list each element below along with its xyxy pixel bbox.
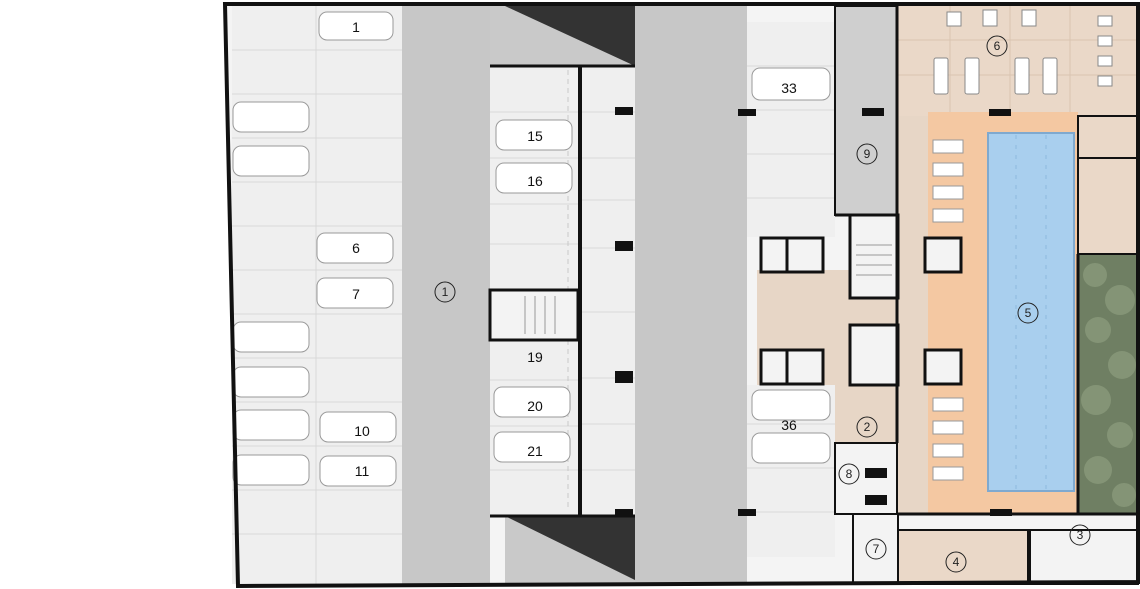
parking-bay-grid-west	[232, 6, 402, 584]
stair-west-treads	[524, 296, 556, 334]
parking-spot-label: 6	[352, 240, 360, 256]
zone-marker-circle	[1069, 524, 1091, 546]
zone-marker-label: 1	[442, 285, 449, 299]
zone-marker-circle	[838, 463, 860, 485]
stair-core-center	[848, 213, 900, 300]
parking-spot-label: 16	[527, 173, 543, 189]
gym-equipment	[933, 9, 1113, 95]
zone-marker-label: 5	[1025, 306, 1032, 320]
zone-marker-label: 8	[846, 467, 853, 481]
parking-spot-label: 33	[781, 80, 797, 96]
sun-loungers	[932, 139, 964, 481]
drive-aisle-west	[402, 6, 490, 584]
parking-spot-label: 20	[527, 398, 543, 414]
parking-bay-grid-east	[747, 65, 835, 513]
zone-marker-label: 7	[873, 542, 880, 556]
parking-spot-label: 7	[352, 286, 360, 302]
service-room-east	[1077, 115, 1139, 255]
parking-spot-label: 21	[527, 443, 543, 459]
parking-spot-label: 15	[527, 128, 543, 144]
zone-marker-circle	[856, 143, 878, 165]
ramp-south	[505, 516, 635, 580]
zone-marker-label: 6	[994, 39, 1001, 53]
elevator-cores	[759, 236, 963, 387]
zone-marker-circle	[945, 551, 967, 573]
zone-marker-circle	[856, 416, 878, 438]
structural-columns	[615, 107, 1012, 517]
zone-marker-circle	[865, 538, 887, 560]
room-4	[897, 529, 1029, 585]
walls	[490, 6, 1138, 518]
stair-treads	[856, 244, 892, 276]
garden-foliage	[1081, 263, 1136, 507]
zone-marker-label: 4	[953, 555, 960, 569]
zone-marker-circle	[986, 35, 1008, 57]
room-3	[1029, 529, 1139, 585]
ramp-side-strip	[658, 66, 747, 516]
zone-marker-circle	[1017, 302, 1039, 324]
pool-water	[987, 132, 1075, 492]
zone-marker-circle	[434, 281, 456, 303]
parking-spot-label: 1	[352, 19, 360, 35]
parked-cars	[232, 11, 831, 487]
exterior-wall	[222, 2, 1140, 589]
parking-spot-label: 10	[354, 423, 370, 439]
parking-bay-block-east	[747, 22, 835, 237]
zone-marker-label: 9	[864, 147, 871, 161]
zone-markers: 1 2 3 4 5 6 7 8 9	[434, 35, 1091, 573]
parking-spot-label: 19	[527, 349, 543, 365]
zone-marker-label: 2	[864, 420, 871, 434]
parking-spot-label: 36	[781, 417, 797, 433]
stair-core-west	[488, 288, 580, 342]
zone-marker-label: 3	[1077, 528, 1084, 542]
lobby-floor	[835, 385, 900, 443]
ramp-north	[505, 6, 635, 66]
parking-spot-label: 11	[355, 463, 370, 479]
